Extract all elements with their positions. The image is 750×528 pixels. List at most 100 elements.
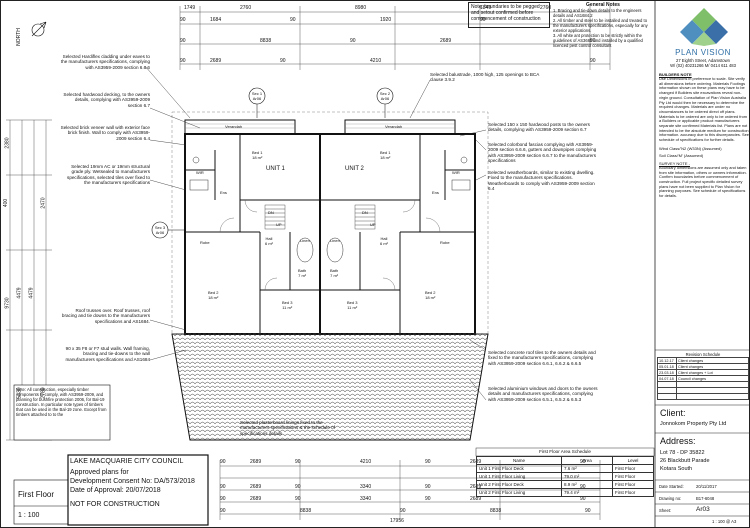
brand-name: PLAN VISION	[675, 48, 731, 57]
cell	[676, 393, 749, 400]
stair-dn-right: DN	[362, 210, 368, 215]
room-name: Hall	[265, 236, 273, 241]
sheet-label: Sheet:	[659, 508, 672, 513]
dim-text: 9730	[4, 297, 11, 309]
dim-text: 4479	[16, 287, 23, 299]
client-label: Client:	[660, 408, 686, 418]
cell: Unit 1 First Floor Deck	[476, 464, 562, 473]
dim-text: 90	[180, 17, 186, 23]
dim-text: 2760	[540, 5, 552, 11]
room-area: 7 m²	[298, 273, 307, 278]
cell: Unit 1 First Floor Living	[476, 472, 562, 481]
area-schedule-title: First Floor Area Schedule	[539, 449, 591, 454]
dim-text: 17956	[390, 518, 404, 524]
dim-text: 4210	[370, 58, 382, 64]
room-name: Bed 1	[252, 150, 263, 155]
note-hardwood-posts: Selected 150 x 150 hardwood posts to the…	[488, 122, 590, 133]
dim-text: 2760	[240, 5, 252, 11]
cell: Unit 2 First Floor Living	[476, 488, 562, 497]
room-robe-left: Robe	[200, 240, 210, 245]
room-linen-left: Linen	[300, 238, 310, 243]
dim-text: 1849	[480, 5, 492, 11]
revision-title: Revision Schedule	[685, 352, 721, 357]
address-line: Kotara South	[660, 466, 693, 472]
sheet-value: Ar03	[696, 506, 710, 513]
note-weatherboards: Selected weatherboards, similar to exist…	[488, 170, 595, 191]
dim-text: 90	[295, 459, 301, 465]
cell: 8.9 m²	[561, 480, 613, 489]
dim-text: 2689	[470, 459, 482, 465]
dim-text: 2689	[210, 58, 222, 64]
builders-note-title: BUILDERS NOTE	[659, 72, 692, 77]
col-area: Area	[561, 456, 613, 465]
survey-note-title: SURVEY NOTE -	[659, 160, 690, 166]
room-wir-left: WIR	[196, 170, 204, 175]
unit-1-label: UNIT 1	[266, 166, 285, 172]
dim-text: 90	[180, 38, 186, 44]
section-ref: Ar06	[155, 230, 165, 235]
north-label: NORTH	[15, 28, 22, 46]
dim-text: 2689	[470, 484, 482, 490]
brand-address: 27 Eighth Street, Adamstown	[675, 58, 730, 63]
dim-text: 90	[295, 484, 301, 490]
address-lines: Lot 78 - DP 35822 26 Blackbutt Parade Ko…	[660, 449, 710, 473]
room-name: Bath	[330, 268, 339, 273]
dim-text: 90	[400, 508, 406, 514]
general-notes: General Notes 1. Bracing and tie-down de…	[553, 2, 653, 48]
cell: 79.4 m²	[561, 488, 613, 497]
cell: 79.0 m²	[561, 472, 613, 481]
room-name: Hall	[380, 236, 388, 241]
section-ref: Ar06	[380, 96, 390, 101]
dim-text: 2689	[250, 484, 262, 490]
table-row	[657, 393, 749, 400]
col-name: Name	[476, 456, 562, 465]
bottom-dimensions-5: 17956	[390, 518, 404, 524]
dim-text: 8838	[300, 508, 312, 514]
room-area: 18 m²	[380, 155, 391, 160]
dim-text: 2689	[470, 496, 482, 502]
room-name: Bed 3	[282, 300, 293, 305]
dim-text: 2689	[250, 459, 262, 465]
stamp-council: LAKE MACQUARIE CITY COUNCIL	[70, 458, 184, 465]
cell: 7.6 m²	[561, 464, 613, 473]
address-line: 26 Blackbutt Parade	[660, 458, 710, 464]
dim-text: 90	[480, 17, 486, 23]
cell	[657, 393, 677, 400]
unit-2-label: UNIT 2	[345, 166, 364, 172]
dim-text: 90	[180, 58, 186, 64]
dim-text: 90	[220, 459, 226, 465]
dim-text: 90	[350, 38, 356, 44]
cell: First Floor	[612, 464, 654, 473]
dim-text: 8838	[490, 508, 502, 514]
note-hardiflex: Selected Hardiflex cladding under eaves …	[60, 54, 150, 70]
date-label: Date Started:	[659, 484, 684, 489]
room-area: 18 m²	[208, 295, 219, 300]
dim-text: 2470	[40, 197, 47, 209]
stamp-line-2: Development Consent No: DA/573/2018	[70, 478, 195, 485]
note-ply: Selected 19mm AC or 19mm structural grad…	[67, 164, 150, 185]
dim-text: 2689	[440, 38, 452, 44]
dim-text: 90	[220, 484, 226, 490]
floor-label: First Floor	[18, 490, 54, 499]
room-name: Bed 3	[347, 300, 358, 305]
survey-note-text: Boundary dimensions are assumed only and…	[659, 164, 747, 199]
council-stamp: LAKE MACQUARIE CITY COUNCIL Approved pla…	[70, 457, 206, 509]
note-plasterboard: Selected plasterboard linings fixed to t…	[240, 420, 335, 436]
verandah-label-right: Verandah	[385, 124, 403, 129]
area-schedule: First Floor Area Schedule Name Area Leve…	[476, 448, 654, 497]
dim-text: 1749	[184, 5, 196, 11]
dim-text: 8980	[355, 5, 367, 11]
